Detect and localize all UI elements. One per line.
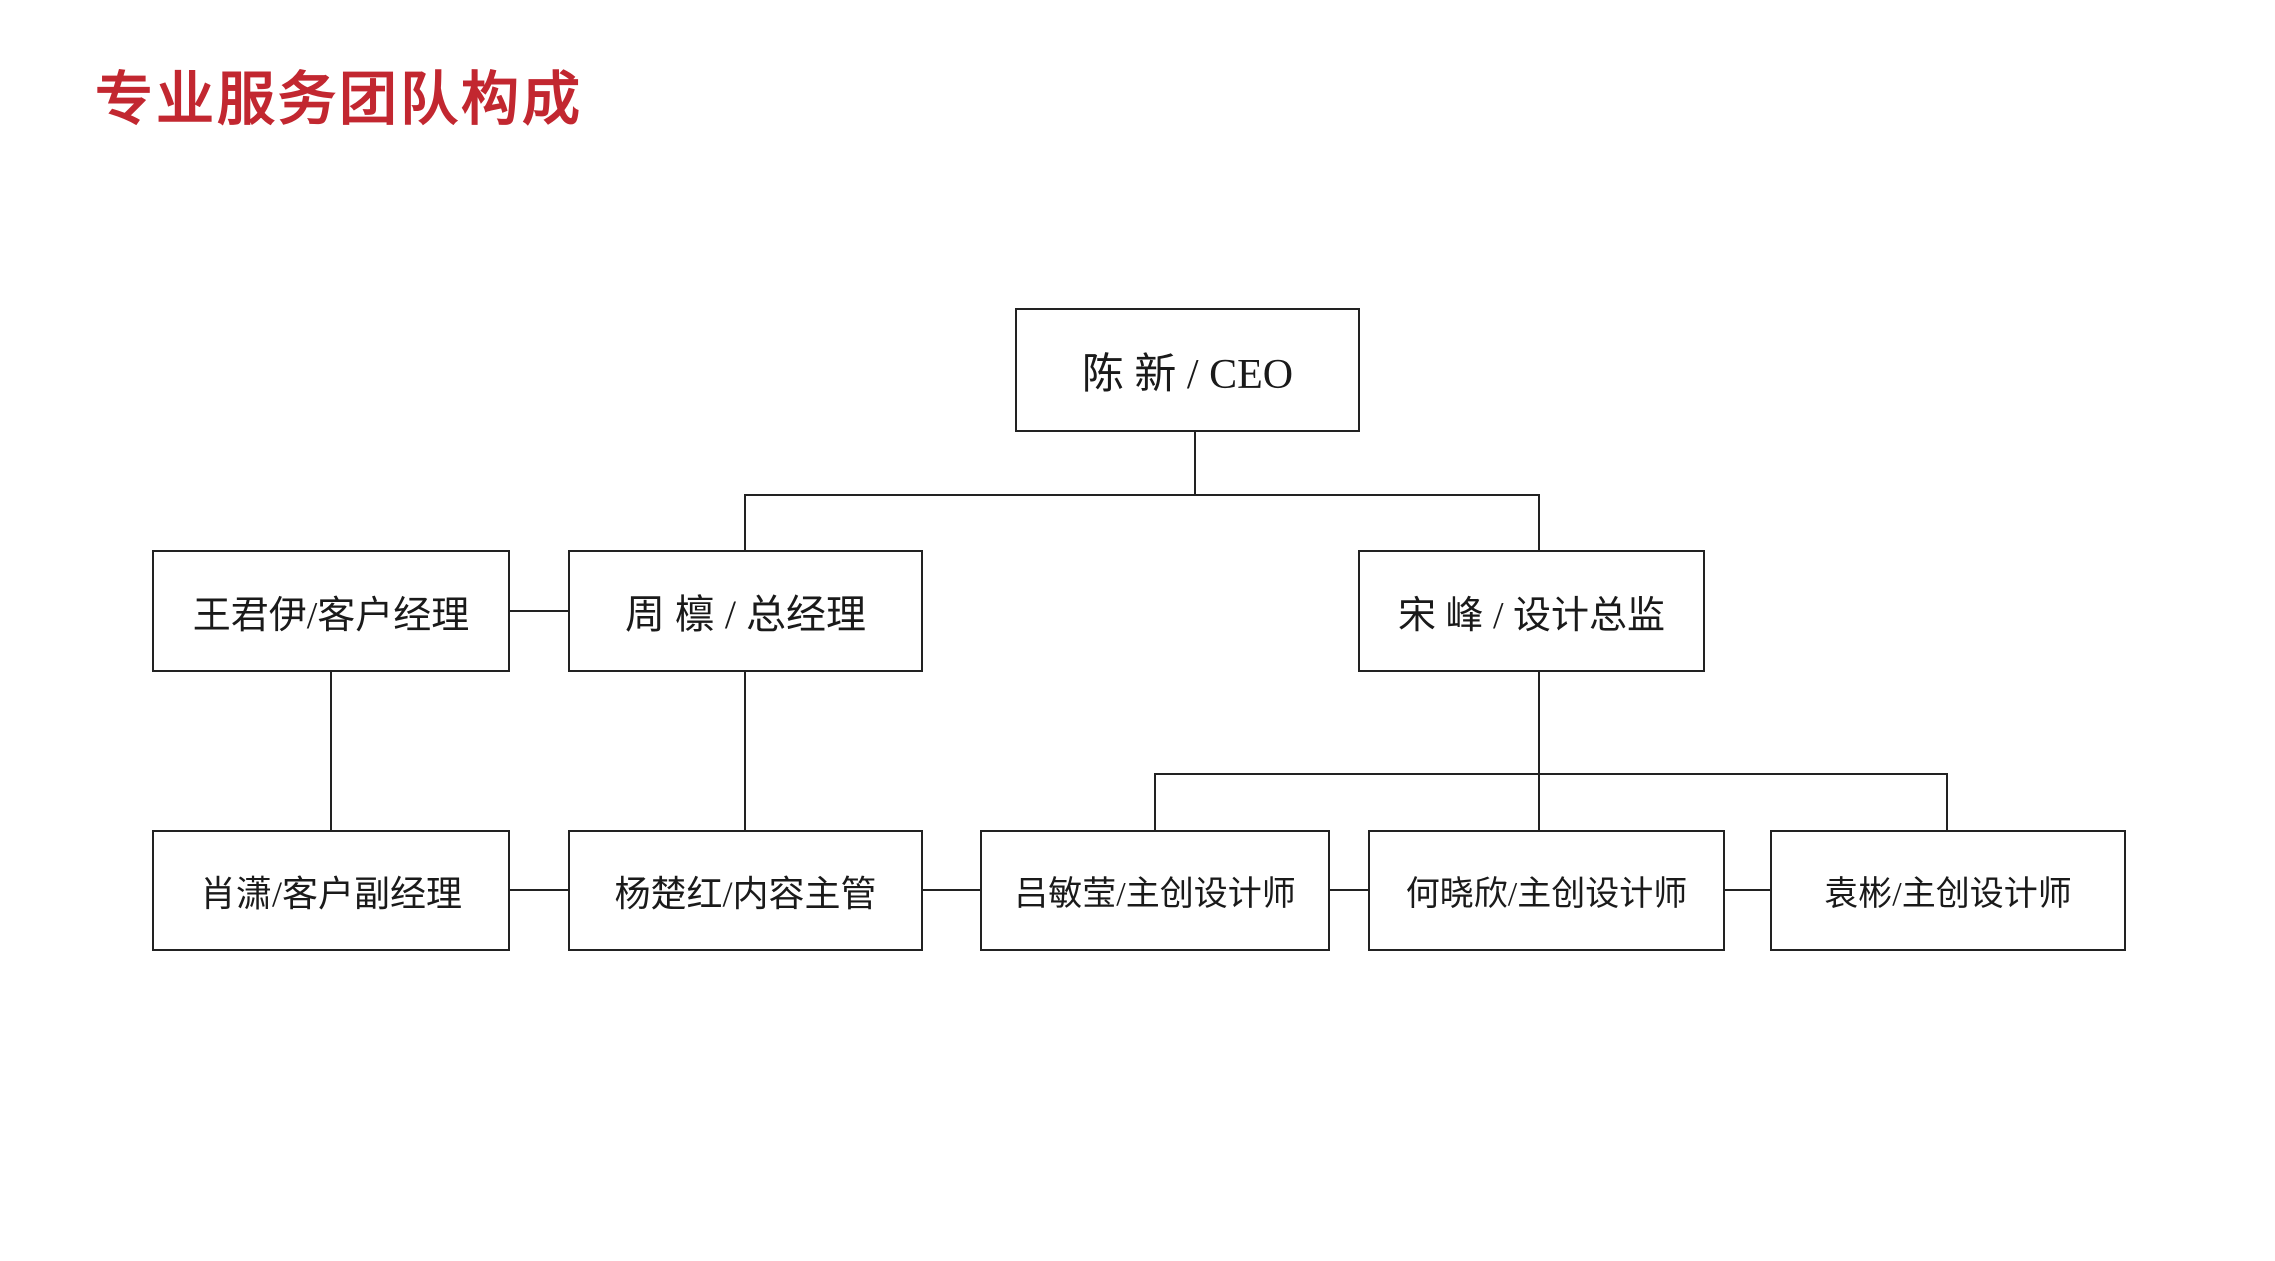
org-node-lv-minying: 吕敏莹/主创设计师 bbox=[980, 830, 1330, 951]
connector-ceo-stem bbox=[1194, 432, 1196, 495]
org-node-ceo: 陈 新 / CEO bbox=[1015, 308, 1360, 432]
connector-he-yuan bbox=[1725, 889, 1770, 891]
org-node-he-xiaoxin: 何晓欣/主创设计师 bbox=[1368, 830, 1725, 951]
connector-zhou-yang bbox=[744, 672, 746, 830]
org-node-yang-chuhong: 杨楚红/内容主管 bbox=[568, 830, 923, 951]
connector-xiao-yang bbox=[510, 889, 568, 891]
connector-lv-he bbox=[1330, 889, 1368, 891]
connector-wang-zhou bbox=[510, 610, 568, 612]
org-node-xiao-xiao: 肖潇/客户副经理 bbox=[152, 830, 510, 951]
org-node-zhou-lin: 周 檩 / 总经理 bbox=[568, 550, 923, 672]
connector-drop-zhou-lin bbox=[744, 494, 746, 550]
org-node-song-feng: 宋 峰 / 设计总监 bbox=[1358, 550, 1705, 672]
connector-song-stem bbox=[1538, 672, 1540, 774]
connector-ceo-children-bar bbox=[744, 494, 1540, 496]
connector-drop-yuan-bin bbox=[1946, 773, 1948, 830]
org-node-yuan-bin: 袁彬/主创设计师 bbox=[1770, 830, 2126, 951]
org-node-wang-junyi: 王君伊/客户经理 bbox=[152, 550, 510, 672]
connector-drop-lv-minying bbox=[1154, 773, 1156, 830]
connector-drop-he-xiaoxin bbox=[1538, 773, 1540, 830]
connector-drop-song-feng bbox=[1538, 494, 1540, 550]
connector-wang-xiao bbox=[330, 672, 332, 830]
page-title: 专业服务团队构成 bbox=[95, 67, 584, 132]
connector-song-children-bar bbox=[1154, 773, 1948, 775]
connector-yang-lv bbox=[923, 889, 980, 891]
